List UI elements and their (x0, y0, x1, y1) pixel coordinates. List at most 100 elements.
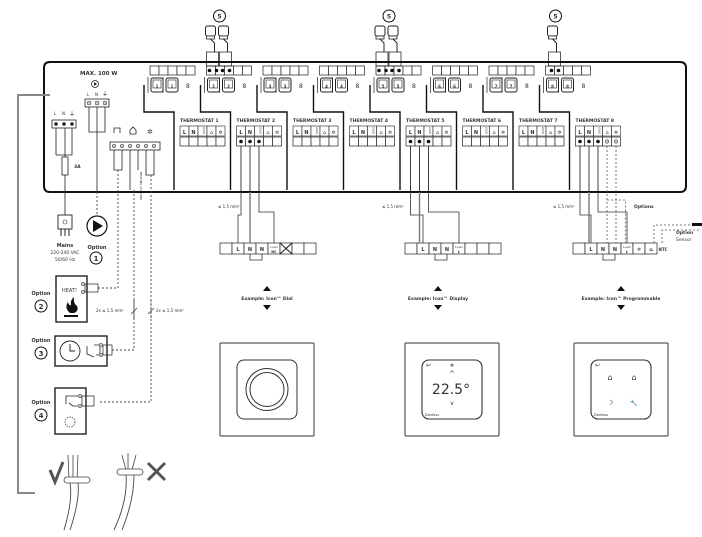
actuator-symbol: 8 (582, 83, 586, 90)
wire-spec-label: ≤ 1,5 mm² (218, 204, 240, 209)
option-2-label: Option (32, 291, 51, 297)
terminal-label: ⌂ (210, 130, 213, 136)
cooling-unit-icon (54, 387, 95, 435)
svg-text:L: L (54, 111, 57, 116)
terminal-label: N (191, 130, 195, 136)
down-icon: v (450, 400, 454, 407)
svg-text:HEATING COOLING: HEATING COOLING (139, 172, 143, 201)
valve-terminal (355, 65, 365, 76)
actuator-callout-number: 5 (387, 14, 391, 21)
terminal-label: L (522, 130, 526, 136)
zone-number: 2 (227, 84, 230, 89)
valve-terminal (563, 65, 573, 76)
svg-text:⏚: ⏚ (69, 111, 75, 118)
terminal-label: ✲ (388, 130, 393, 136)
zone-number: 4 (325, 84, 328, 89)
brand-logo: Danfoss (594, 413, 608, 417)
terminal-label: ✲ (331, 130, 336, 136)
thermostat-terminal (188, 136, 199, 147)
valve-terminal (319, 65, 329, 76)
terminal-label: ⌂ (649, 247, 653, 253)
option-1-number: 1 (94, 255, 99, 263)
option-4-number: 4 (39, 412, 44, 420)
terminal-label-load: LOAD (485, 127, 489, 134)
terminal-label: N (445, 247, 449, 253)
pump-mini-icon (91, 80, 99, 88)
example-terminal (404, 242, 418, 255)
example-caption: Example: Icon™ Programmable (582, 296, 661, 302)
terminal-label: L (578, 130, 582, 136)
terminal-label: ✲ (218, 130, 223, 136)
timer-icon (54, 335, 113, 367)
mains-title: Mains (57, 243, 74, 249)
terminal-label: L (421, 247, 425, 253)
mains-plug-icon (57, 214, 73, 236)
terminal-label: L (589, 247, 593, 253)
thermostat-terminal (480, 136, 490, 147)
valve-terminal (280, 65, 291, 76)
sensor-icon (692, 223, 702, 226)
arrow-down-icon (434, 305, 442, 310)
valve-terminal (468, 65, 478, 76)
svg-text:L: L (87, 92, 90, 97)
channel-separator (312, 85, 345, 190)
actuator-icon (205, 25, 216, 40)
fuse-label: 3A (74, 164, 81, 170)
mains-terminal-block: L N ⏚ 3A (51, 111, 81, 215)
max-power-label: MAX. 100 W (80, 71, 117, 77)
away-icon: ⌂ (631, 373, 636, 382)
wire-spec-label: ≤ 1,5 mm² (382, 204, 404, 209)
actuator-icon (547, 25, 558, 40)
thermostat-terminal (441, 136, 452, 147)
aux-terminal-block: ✲ HEATING COOLING (109, 126, 161, 201)
terminal-label: N (304, 130, 308, 136)
terminal-label: ✲ (557, 130, 562, 136)
dial-knob (249, 372, 285, 407)
channel-separator (482, 85, 514, 190)
terminal-label-load: LOAD (315, 127, 319, 134)
valve-terminal (402, 65, 413, 76)
actuator-symbol: 8 (299, 83, 303, 90)
thermostat-label: THERMOSTAT 5 (406, 118, 445, 124)
terminal-label: ⌂ (492, 130, 495, 136)
option-2-number: 2 (39, 303, 44, 311)
terminal-label: ⌂ (266, 130, 269, 136)
thermostat-terminal (272, 136, 282, 147)
terminal-label: L (458, 250, 461, 254)
example-terminal (572, 242, 586, 255)
valve-terminal (167, 65, 178, 76)
terminal-label: Load (455, 245, 462, 249)
terminal-label: N (260, 247, 264, 253)
thermostat-terminal (301, 136, 312, 147)
thermostat-terminal (536, 136, 547, 147)
actuator-icon (218, 25, 229, 40)
zone-number: 1 (156, 84, 159, 89)
svg-text:⏚: ⏚ (102, 91, 108, 98)
valve-terminal (506, 65, 517, 76)
thermostat-terminal (358, 136, 368, 147)
terminal-label: NTC (658, 247, 667, 252)
channel-separator (199, 85, 232, 190)
actuator-symbol: 8 (525, 83, 529, 90)
example-caption: Example: Icon™ Dial (241, 296, 293, 302)
thermostat-terminal (367, 136, 377, 147)
thermostat-label: THERMOSTAT 2 (237, 118, 276, 124)
up-icon: ^ (449, 370, 455, 378)
zone-number: 5 (382, 84, 385, 89)
terminal-label-load: LOAD (202, 127, 206, 134)
terminal-label: ⌂ (436, 130, 439, 136)
terminal-label: N (530, 130, 534, 136)
terminal-label: L (183, 130, 187, 136)
back-icon: ↩ (426, 362, 431, 369)
valve-terminal (271, 65, 282, 76)
boiler-icon: HEAT! (55, 275, 99, 323)
display-screen (421, 359, 483, 420)
thermostat-terminal (545, 136, 556, 147)
options-label: Options (634, 204, 654, 210)
